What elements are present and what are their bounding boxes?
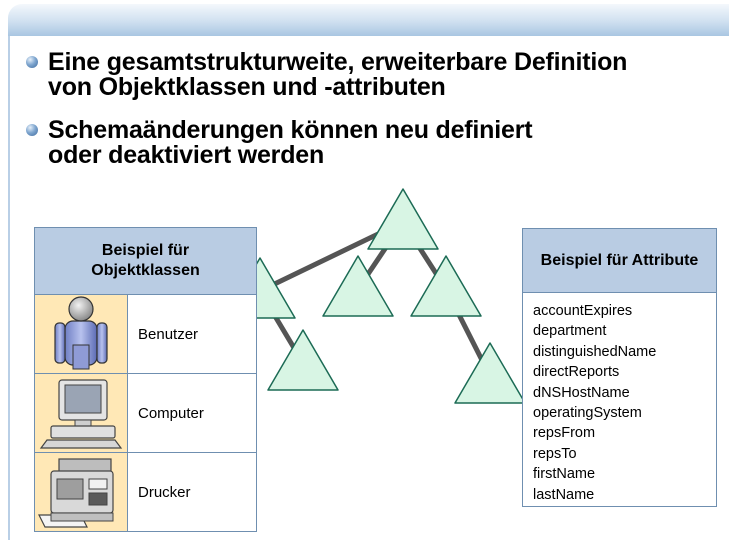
computer-icon: [39, 379, 123, 449]
bullet-icon: [26, 124, 38, 136]
attributes-header: Beispiel für Attribute: [523, 229, 716, 293]
attribute-item: department: [533, 323, 607, 340]
attribute-item: repsFrom: [533, 425, 596, 442]
attribute-item: dNSHostName: [533, 384, 630, 401]
attribute-item: repsTo: [533, 445, 577, 462]
attribute-item: lastName: [533, 486, 595, 503]
attribute-item: firstName: [533, 466, 596, 483]
object-classes-title-line-1: Beispiel für: [101, 242, 190, 259]
object-classes-title-line-2: Objektklassen: [91, 262, 200, 279]
attributes-panel: Beispiel für Attribute accountExpires de…: [522, 228, 717, 507]
object-class-label-printer: Drucker: [138, 483, 191, 501]
bullet-2-line-1: Schemaänderungen können neu definiert: [48, 116, 533, 144]
user-icon: [54, 296, 108, 370]
tree-node: [322, 255, 394, 317]
bullet-1-line-2: von Objektklassen und -attributen: [48, 73, 446, 101]
bullet-icon: [26, 56, 38, 68]
object-class-label-computer: Computer: [138, 404, 204, 422]
attribute-item: operatingSystem: [533, 405, 642, 422]
attribute-item: distinguishedName: [533, 343, 657, 360]
object-class-label-user: Benutzer: [138, 325, 199, 343]
attribute-item: directReports: [533, 364, 620, 381]
tree-node: [454, 342, 526, 404]
tree-node: [410, 255, 482, 317]
object-class-row-user: Benutzer: [35, 295, 256, 374]
bullet-2-line-2: oder deaktiviert werden: [48, 141, 325, 169]
tree-node: [267, 329, 339, 391]
bullet-1-line-1: Eine gesamtstrukturweite, erweiterbare D…: [48, 48, 628, 76]
object-class-row-computer: Computer: [35, 374, 256, 453]
tree-node: [367, 188, 439, 250]
object-classes-panel: Beispiel für Objektklassen B: [34, 227, 257, 532]
title-bar: [8, 4, 729, 36]
slide-frame: [8, 36, 10, 540]
printer-icon: [38, 458, 114, 528]
attribute-item: accountExpires: [533, 303, 633, 319]
object-class-row-printer: Drucker: [35, 453, 256, 531]
attribute-list: accountExpires department distinguishedN…: [533, 301, 656, 505]
object-classes-header: Beispiel für Objektklassen: [35, 228, 256, 295]
